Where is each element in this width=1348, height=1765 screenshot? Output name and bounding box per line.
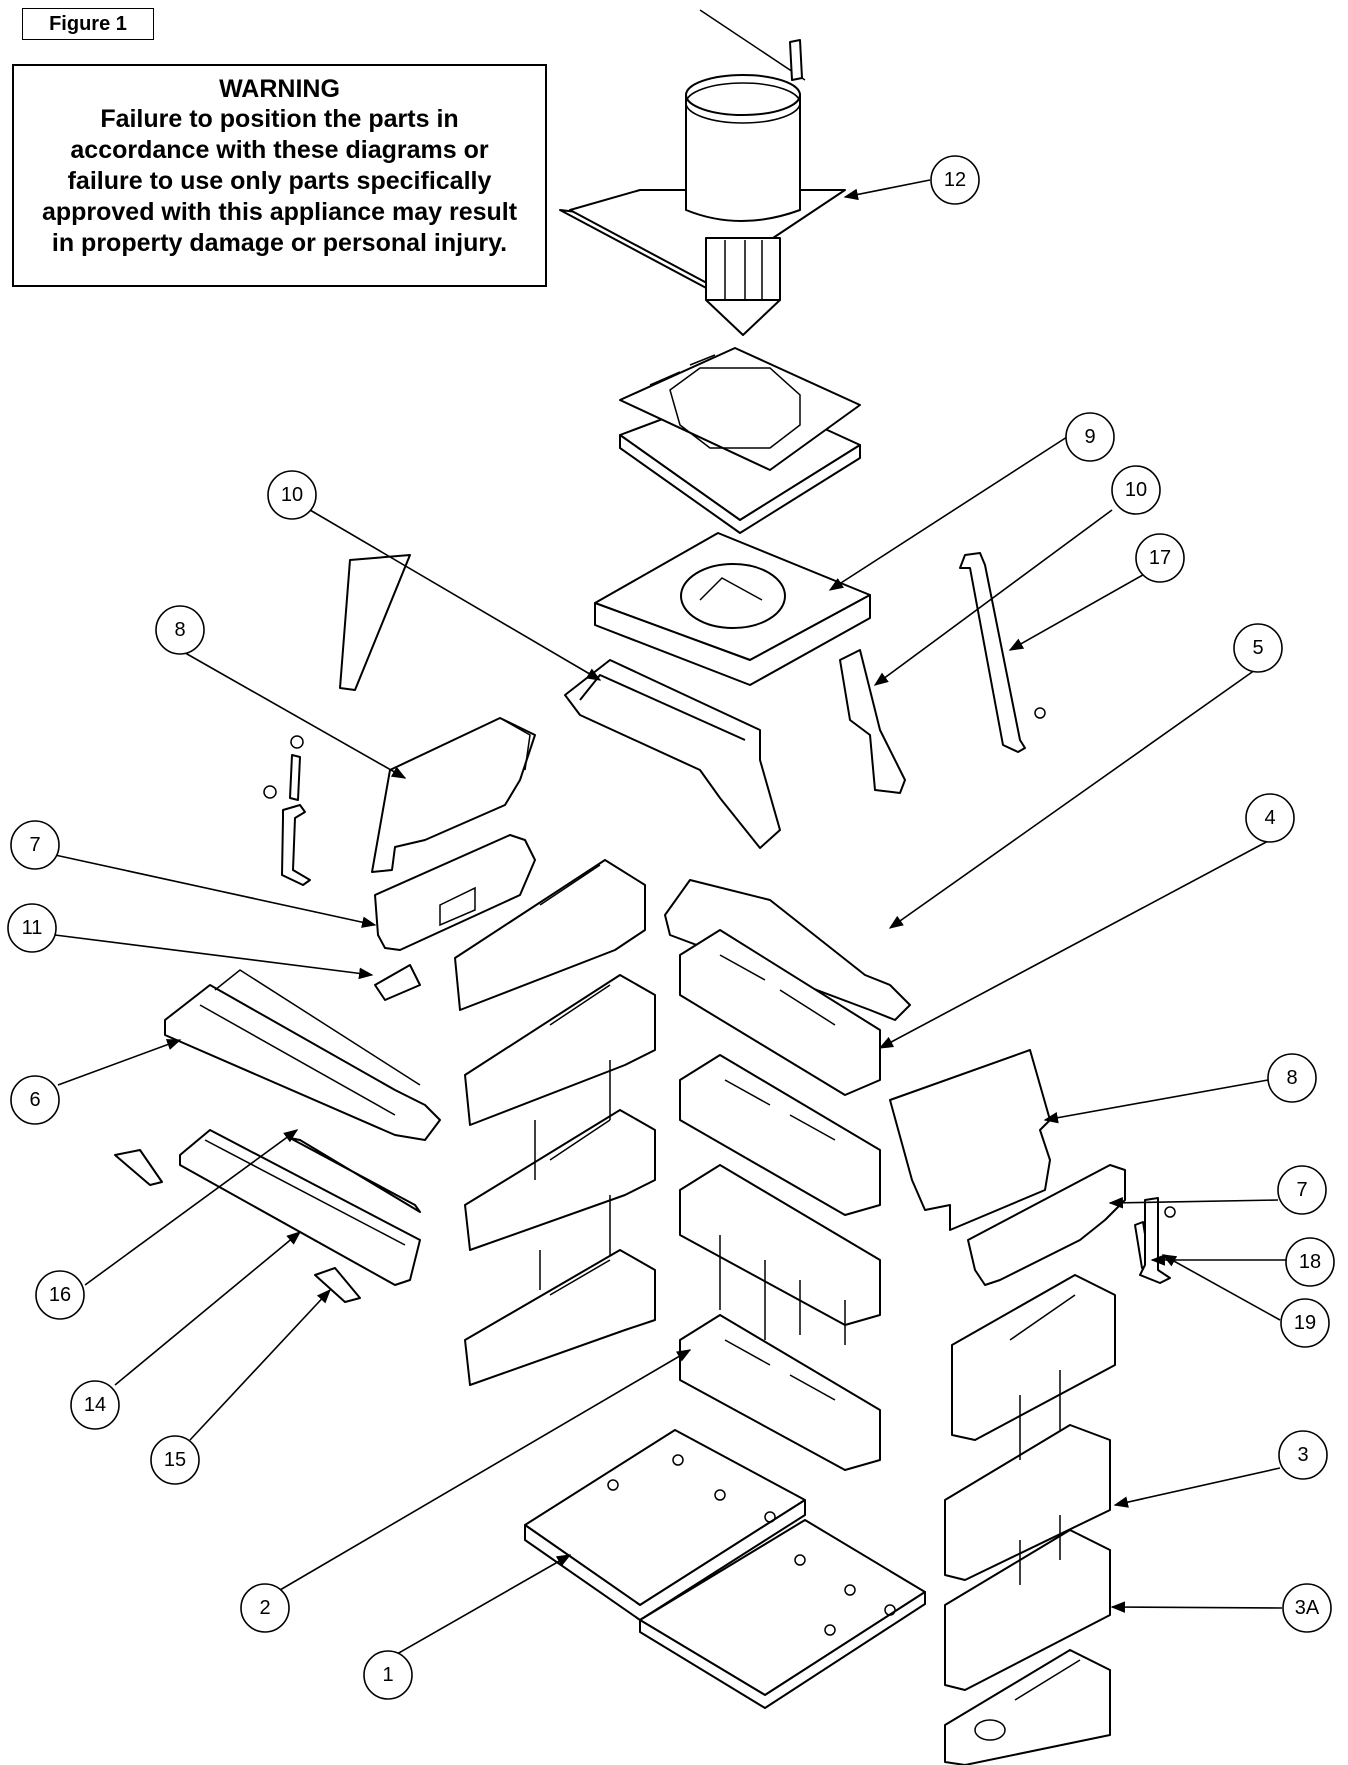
svg-text:10: 10	[1125, 479, 1147, 501]
callout-10-left: 10	[267, 470, 317, 520]
callout-3a: 3A	[1282, 1583, 1332, 1633]
warning-title: WARNING	[219, 75, 340, 103]
svg-text:17: 17	[1149, 547, 1171, 569]
callout-6: 6	[10, 1075, 60, 1125]
part-15-clip-bottom	[314, 1267, 361, 1303]
svg-text:14: 14	[84, 1394, 106, 1416]
part-11-gasket	[374, 964, 421, 1001]
part-7-left-brick	[374, 834, 536, 951]
callout-3: 3	[1278, 1430, 1328, 1480]
callout-8-right: 8	[1267, 1053, 1317, 1103]
svg-text:8: 8	[1286, 1067, 1297, 1089]
warning-line-1: Failure to position the parts in	[100, 105, 459, 133]
callout-8-left: 8	[155, 605, 205, 655]
svg-text:3: 3	[1297, 1444, 1308, 1466]
right-column-bricks	[944, 1274, 1116, 1765]
part-15-clip-top	[114, 1149, 163, 1186]
callout-19: 19	[1280, 1298, 1330, 1348]
callout-5: 5	[1233, 623, 1283, 673]
callout-14: 14	[70, 1380, 120, 1430]
callout-11: 11	[7, 903, 57, 953]
callout-7-left: 7	[10, 820, 60, 870]
callout-1: 1	[363, 1650, 413, 1700]
callout-2: 2	[240, 1583, 290, 1633]
svg-text:10: 10	[281, 484, 303, 506]
svg-text:16: 16	[49, 1284, 71, 1306]
svg-text:3A: 3A	[1295, 1597, 1320, 1619]
part-9-top-brick	[594, 532, 871, 686]
svg-text:5: 5	[1252, 637, 1263, 659]
figure-label: Figure 1	[22, 8, 154, 40]
svg-text:19: 19	[1294, 1312, 1316, 1334]
part-7-right-brick	[967, 1164, 1126, 1286]
svg-text:1: 1	[382, 1664, 393, 1686]
callout-12: 12	[930, 155, 980, 205]
callout-16: 16	[35, 1270, 85, 1320]
baffle-plates	[619, 347, 861, 534]
callout-7-right: 7	[1277, 1165, 1327, 1215]
part-10-side-supports	[339, 554, 906, 849]
part-1-base-plates	[524, 1429, 926, 1709]
svg-text:4: 4	[1264, 807, 1275, 829]
center-column-bricks	[679, 929, 881, 1471]
svg-text:12: 12	[944, 169, 966, 191]
svg-text:8: 8	[174, 619, 185, 641]
part-14-grate-rail	[179, 1129, 421, 1286]
svg-text:15: 15	[164, 1449, 186, 1471]
warning-box: WARNING Failure to position the parts in…	[12, 64, 547, 287]
warning-line-3: failure to use only parts specifically	[67, 167, 492, 195]
svg-text:7: 7	[29, 834, 40, 856]
left-column-bricks	[454, 859, 656, 1386]
left-hardware	[263, 735, 311, 886]
part-12-flue-collar	[559, 9, 846, 336]
svg-text:18: 18	[1299, 1251, 1321, 1273]
callout-17: 17	[1135, 533, 1185, 583]
warning-line-4: approved with this appliance may result	[41, 198, 518, 226]
part-19-bracket	[1139, 1197, 1176, 1284]
svg-text:11: 11	[22, 917, 43, 939]
part-17-bracket	[959, 552, 1046, 753]
part-6-long-brick	[164, 969, 441, 1141]
callout-18: 18	[1285, 1237, 1335, 1287]
callout-9: 9	[1065, 412, 1115, 462]
callout-10-right: 10	[1111, 465, 1161, 515]
svg-text:6: 6	[29, 1089, 40, 1111]
svg-text:2: 2	[259, 1597, 270, 1619]
callout-15: 15	[150, 1435, 200, 1485]
part-8-left-brick	[371, 717, 536, 873]
svg-text:7: 7	[1296, 1179, 1307, 1201]
callout-4: 4	[1245, 793, 1295, 843]
svg-text:9: 9	[1084, 426, 1095, 448]
part-8-right-brick	[889, 1049, 1051, 1231]
warning-line-2: accordance with these diagrams or	[70, 136, 489, 164]
warning-line-5: in property damage or personal injury.	[51, 229, 508, 257]
